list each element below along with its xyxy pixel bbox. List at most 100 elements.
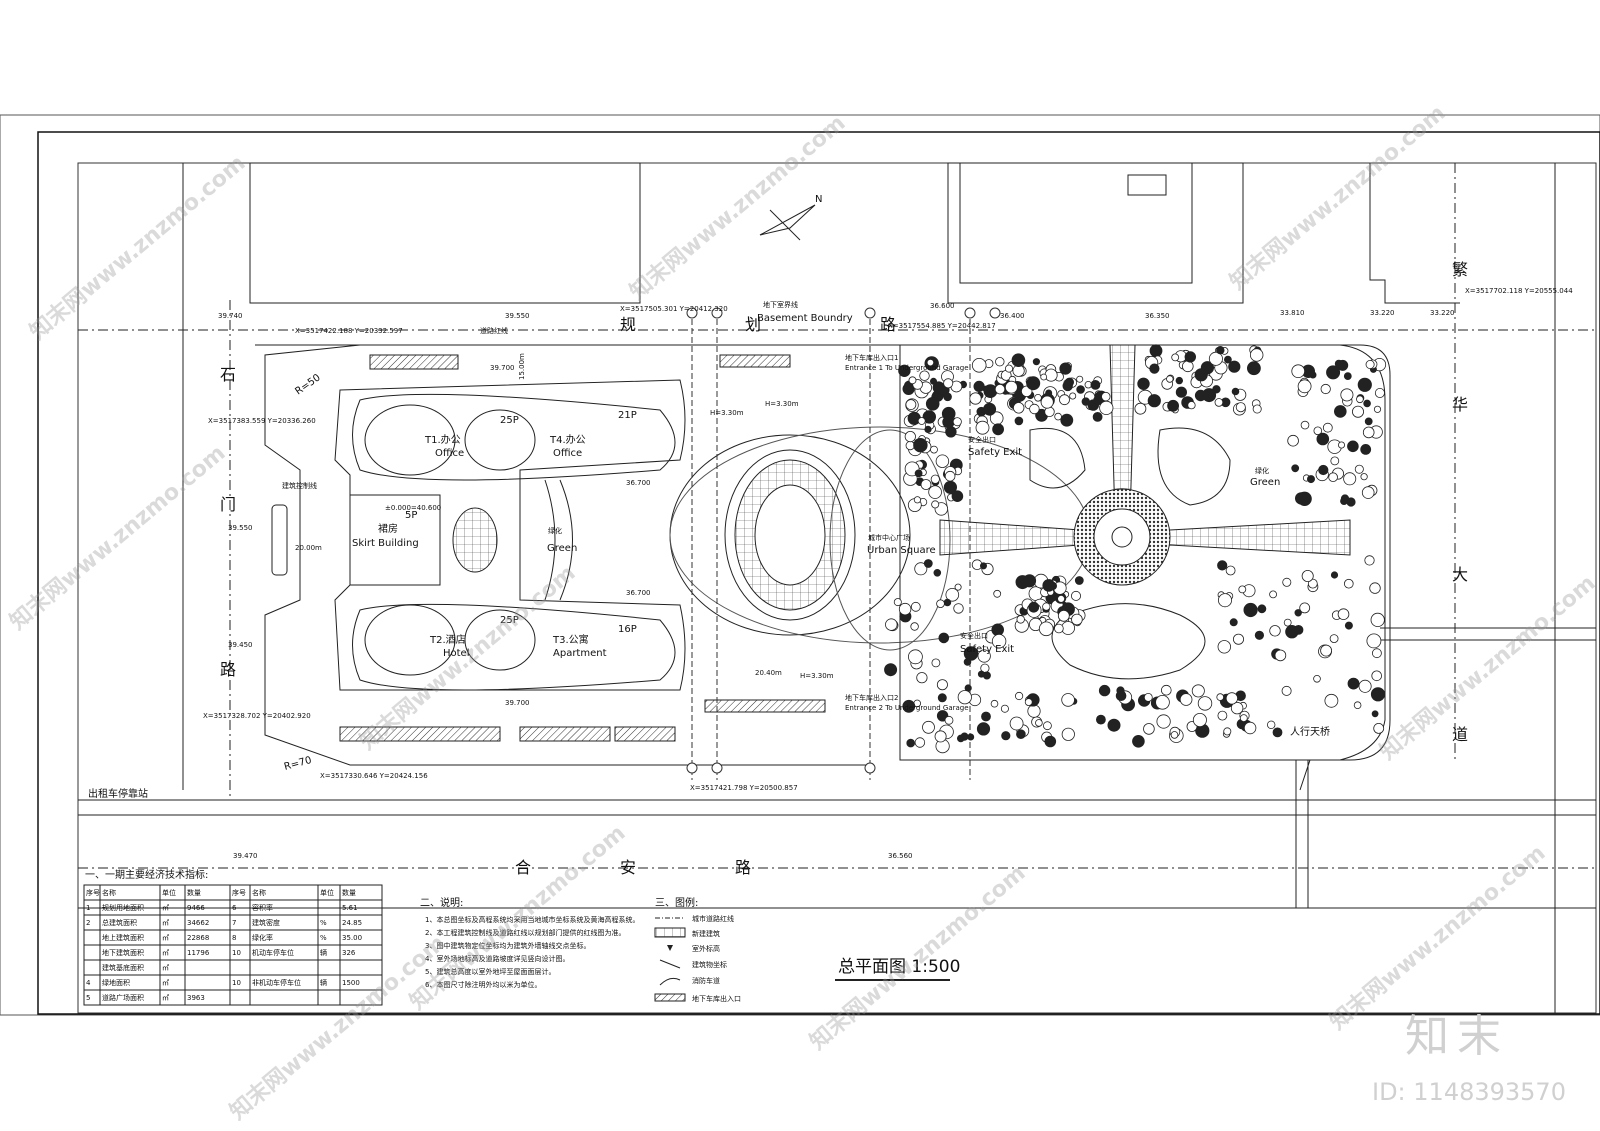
floors-5p: 5P (405, 510, 417, 521)
green-right-en: Green (1250, 477, 1280, 488)
tree-icon (1013, 402, 1025, 414)
garage2-en: Entrance 2 To Underground Garage (845, 704, 969, 712)
tree-icon (1320, 644, 1332, 657)
tree-icon (1282, 577, 1292, 587)
table-cell: ㎡ (162, 919, 169, 927)
elev-10: 39.470 (233, 852, 258, 860)
elev-8: 33.220 (1370, 309, 1395, 317)
tree-icon (1216, 693, 1224, 701)
tree-icon (933, 568, 942, 577)
tree-icon (1243, 721, 1257, 735)
tree-icon (1061, 693, 1075, 707)
tree-icon (1272, 727, 1283, 738)
tree-icon (1229, 618, 1238, 627)
tree-icon (1143, 723, 1155, 735)
note-6: 6、本图尺寸除注明外均以米为单位。 (425, 980, 541, 989)
tree-icon (931, 500, 940, 509)
table-cell: 4 (86, 979, 91, 987)
tower-t4-core (464, 409, 536, 471)
skirt-en: Skirt Building (352, 538, 419, 549)
table-header-cell: 单位 (162, 888, 176, 897)
tree-icon (1283, 618, 1292, 627)
legend-item-2: 新建建筑 (692, 929, 720, 938)
east-lawn (1157, 427, 1231, 506)
tree-icon (1371, 710, 1379, 718)
table-cell: 5 (86, 994, 90, 1002)
tree-icon (1034, 393, 1042, 402)
tree-icon (943, 392, 952, 402)
tree-icon (1137, 377, 1150, 391)
tree-icon (1045, 389, 1053, 397)
tree-icon (957, 690, 972, 705)
tree-icon (1372, 648, 1382, 659)
table-cell: 绿化率 (252, 933, 273, 942)
table-cell: 3963 (187, 994, 205, 1002)
tree-icon (1149, 344, 1163, 358)
tree-icon (1228, 360, 1241, 373)
tree-icon (976, 722, 991, 736)
tree-icon (919, 370, 930, 381)
elev-13: 39.450 (228, 641, 253, 649)
tree-icon (963, 646, 979, 661)
tree-icon (1093, 395, 1103, 406)
tower-t1-core (364, 404, 456, 476)
tree-icon (1324, 693, 1339, 708)
tree-icon (1115, 690, 1127, 701)
note-2: 2、本工程建筑控制线及道路红线以规划部门提供的红线图为准。 (425, 928, 625, 937)
tree-icon (902, 699, 916, 713)
table-cell: 容积率 (252, 903, 273, 912)
table-cell: 7 (232, 919, 236, 927)
tree-icon (914, 737, 926, 748)
tree-icon (1027, 576, 1035, 584)
table-header-cell: 名称 (252, 888, 266, 897)
exit-bottom-cn: 安全出口 (960, 631, 988, 640)
street-east-1: 繁 (1452, 260, 1468, 279)
tree-icon (1057, 609, 1070, 622)
note-4: 4、室外场地标高及道路坡度详见竖向设计图。 (425, 954, 569, 963)
table-cell: ㎡ (162, 949, 169, 957)
tree-icon (1322, 422, 1333, 433)
park-boundary (899, 344, 1386, 761)
tree-icon (1054, 623, 1064, 634)
tree-icon (943, 480, 958, 494)
coord-6: X=3517554.885 Y=20442.817 (888, 322, 996, 330)
axis-bubbles (686, 307, 1001, 774)
coord-7: X=3517702.118 Y=20555.044 (1465, 287, 1573, 295)
street-west-2: 门 (220, 495, 236, 514)
table-cell: 5.61 (342, 904, 358, 912)
tree-icon (1054, 412, 1062, 421)
elevation-zero: ±0.000=40.600 (385, 504, 441, 512)
street-west-1: 石 (220, 365, 236, 384)
table-title: 一、一期主要经济技术指标: (85, 868, 208, 881)
plan-title: 总平面图 1:500 (838, 957, 960, 977)
elev-1: 39.740 (218, 312, 243, 320)
legend-item-1: 城市道路红线 (692, 914, 734, 923)
tree-icon (937, 693, 947, 703)
tree-icon (1239, 714, 1248, 722)
tree-icon (945, 426, 957, 438)
tree-icon (1329, 634, 1339, 643)
tree-icon (1330, 571, 1339, 579)
table-header-cell: 单位 (320, 888, 334, 897)
tree-icon (980, 562, 988, 570)
street-east-4: 道 (1452, 725, 1468, 744)
table-cell: 326 (342, 949, 356, 957)
tree-icon (1061, 727, 1075, 741)
floors-21p: 21P (618, 410, 637, 421)
tree-icon (1166, 375, 1174, 383)
tree-icon (944, 470, 956, 482)
dim-4: H=3.30m (710, 409, 744, 417)
garage2-cn: 地下车库出入口2 (845, 693, 898, 702)
tree-icon (1038, 621, 1054, 637)
tree-icon (925, 396, 940, 411)
tree-icon (1171, 353, 1180, 362)
tree-icon (908, 649, 923, 665)
table-cell: 6 (232, 904, 237, 912)
tree-icon (1252, 404, 1262, 414)
tree-icon (1107, 718, 1121, 732)
table-cell: ㎡ (162, 994, 169, 1002)
tree-icon (1149, 363, 1160, 374)
site-curb (255, 344, 1391, 791)
street-south-3: 路 (735, 858, 751, 877)
tree-icon (995, 357, 1005, 367)
